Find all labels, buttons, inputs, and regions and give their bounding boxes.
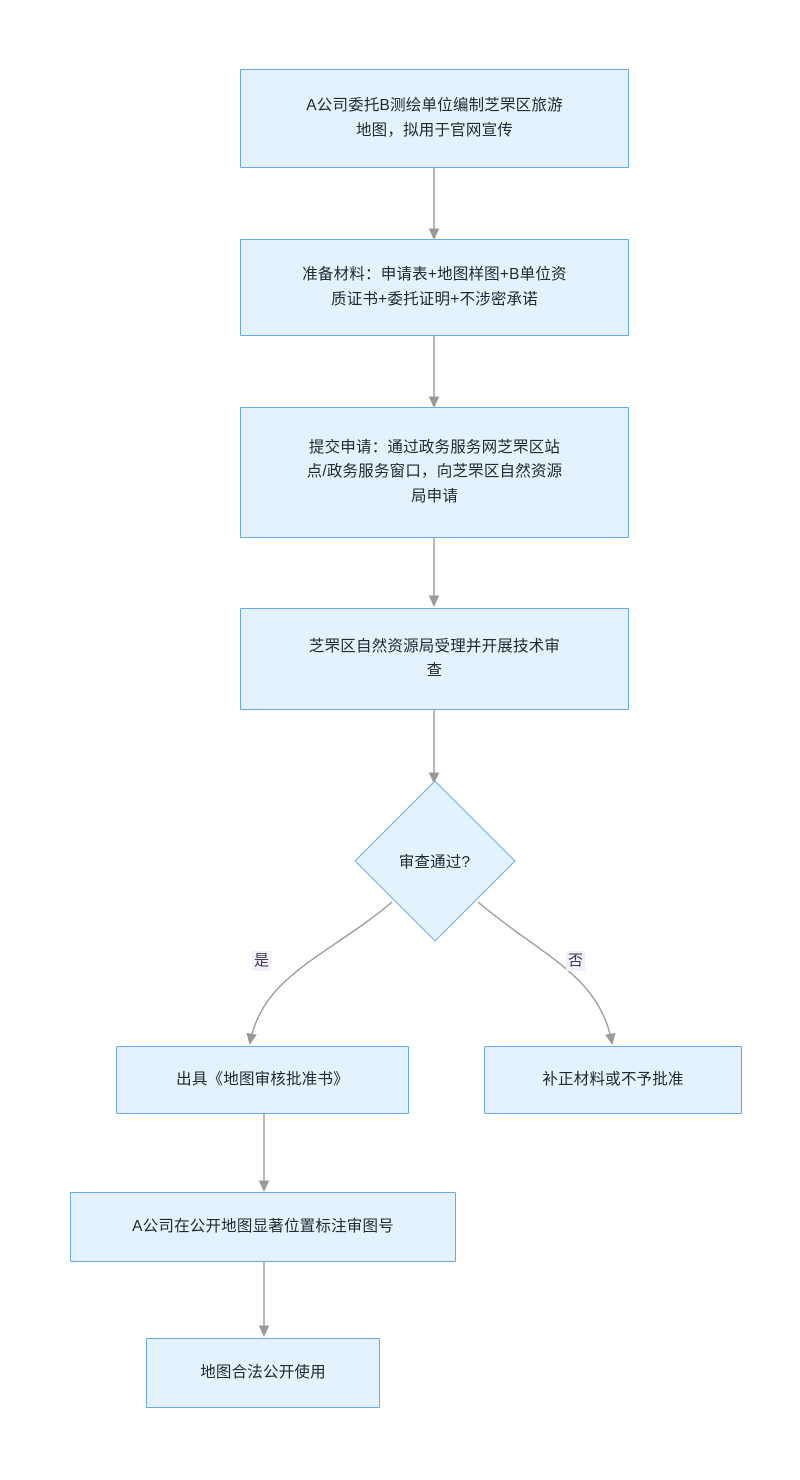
flow-node-n7[interactable]: 补正材料或不予批准 bbox=[484, 1046, 742, 1114]
edge-label-no: 否 bbox=[566, 951, 586, 971]
flow-node-n6[interactable]: 出具《地图审核批准书》 bbox=[116, 1046, 409, 1114]
flow-node-label: 准备材料：申请表+地图样图+B单位资 质证书+委托证明+不涉密承诺 bbox=[302, 266, 567, 308]
flow-node-label: 芝罘区自然资源局受理并开展技术审 查 bbox=[308, 637, 561, 679]
flow-node-label: 提交申请：通过政务服务网芝罘区站 点/政务服务窗口，向芝罘区自然资源 局申请 bbox=[306, 438, 563, 505]
flow-node-label: 出具《地图审核批准书》 bbox=[176, 1070, 349, 1088]
flow-node-n2[interactable]: 准备材料：申请表+地图样图+B单位资 质证书+委托证明+不涉密承诺 bbox=[240, 239, 629, 336]
flow-node-n9[interactable]: 地图合法公开使用 bbox=[146, 1338, 380, 1408]
flow-node-label: A公司委托B测绘单位编制芝罘区旅游 地图，拟用于官网宣传 bbox=[306, 97, 563, 139]
flow-node-n4[interactable]: 芝罘区自然资源局受理并开展技术审 查 bbox=[240, 608, 629, 710]
flow-node-label: 审查通过? bbox=[398, 854, 471, 871]
flow-node-n5-decision[interactable]: 审查通过? bbox=[353, 780, 516, 942]
edge-label-yes: 是 bbox=[252, 951, 272, 971]
flow-node-n3[interactable]: 提交申请：通过政务服务网芝罘区站 点/政务服务窗口，向芝罘区自然资源 局申请 bbox=[240, 407, 629, 538]
flow-node-n1[interactable]: A公司委托B测绘单位编制芝罘区旅游 地图，拟用于官网宣传 bbox=[240, 69, 629, 168]
flow-node-label: A公司在公开地图显著位置标注审图号 bbox=[132, 1217, 394, 1235]
flow-node-label: 补正材料或不予批准 bbox=[542, 1070, 684, 1088]
flow-node-n8[interactable]: A公司在公开地图显著位置标注审图号 bbox=[70, 1192, 456, 1262]
flow-node-label: 地图合法公开使用 bbox=[200, 1363, 326, 1381]
